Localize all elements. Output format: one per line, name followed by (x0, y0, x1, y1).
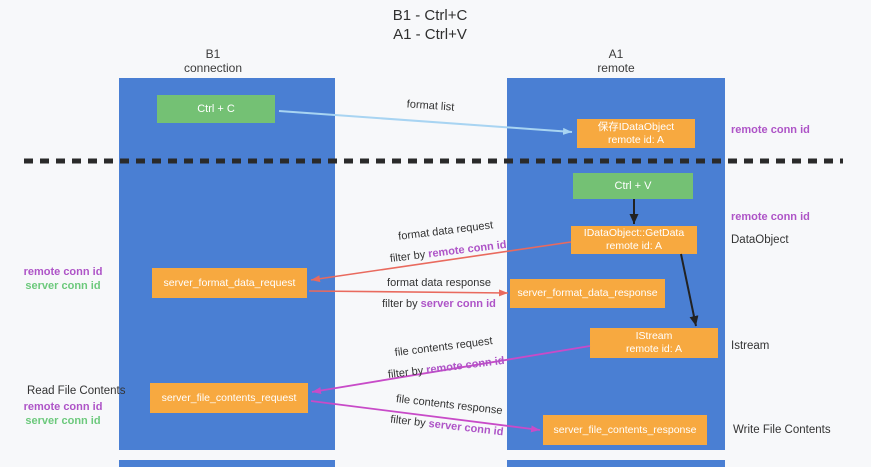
format-data-response-filter: filter by server conn id (382, 298, 496, 310)
lane-header-b1: B1 connection (153, 47, 273, 75)
node-istream-line2: remote id: A (625, 343, 683, 355)
label-format-data-response: format data response filter by server co… (365, 273, 513, 315)
annotation-server-conn-id-left-top: server conn id (25, 280, 101, 292)
node-file-response-label: server_file_contents_response (553, 423, 697, 436)
node-ctrl-c-label: Ctrl + C (197, 102, 235, 115)
title-line-1: B1 - Ctrl+C (392, 7, 468, 24)
label-file-contents-request: file contents request filter by remote c… (368, 328, 522, 388)
annotation-remote-conn-id-right-mid: remote conn id (731, 211, 810, 223)
node-server-file-contents-response: server_file_contents_response (543, 415, 707, 445)
annotation-read-file-contents: Read File Contents (27, 385, 126, 397)
node-ctrl-v: Ctrl + V (573, 173, 693, 199)
node-save-idataobject-line2: remote id: A (607, 133, 665, 146)
lane-b1-subtitle: connection (183, 61, 243, 75)
node-istream: IStream remote id: A (590, 328, 718, 358)
node-idataobject-getdata: IDataObject::GetData remote id: A (571, 226, 697, 254)
node-server-format-data-request: server_format_data_request (152, 268, 307, 298)
node-ctrl-v-label: Ctrl + V (614, 179, 652, 192)
node-getdata-line1: IDataObject::GetData (583, 227, 685, 239)
annotation-server-conn-id-left-bottom: server conn id (25, 415, 101, 427)
annotation-write-file-contents: Write File Contents (733, 424, 831, 436)
annotation-remote-conn-id-left-bottom: remote conn id (23, 401, 103, 413)
node-server-format-data-response: server_format_data_response (510, 279, 665, 308)
annotation-remote-conn-id-right-top: remote conn id (731, 124, 810, 136)
lane-a1-subtitle: remote (597, 61, 635, 75)
node-save-idataobject-line1: 保存IDataObject (597, 120, 675, 133)
node-getdata-line2: remote id: A (605, 240, 663, 252)
annotation-dataobject: DataObject (731, 234, 789, 246)
node-ctrl-c: Ctrl + C (157, 95, 275, 123)
node-save-idataobject: 保存IDataObject remote id: A (577, 119, 695, 148)
node-format-request-label: server_format_data_request (163, 276, 296, 289)
label-file-contents-response: file contents response filter by server … (370, 387, 526, 446)
lane-a1-name: A1 (608, 47, 624, 61)
lane-header-a1: A1 remote (556, 47, 676, 75)
lane-a1-bottom-strip (507, 460, 725, 467)
node-server-file-contents-request: server_file_contents_request (150, 383, 308, 413)
format-data-response-text: format data response (387, 277, 491, 289)
annotation-conn-ids-left-top: remote conn id server conn id (8, 265, 118, 293)
annotation-istream: Istream (731, 340, 770, 352)
annotation-remote-conn-id-left-top: remote conn id (23, 266, 103, 278)
format-list-text: format list (406, 98, 455, 114)
lane-b1-bottom-strip (119, 460, 335, 467)
label-format-data-request: format data request filter by remote con… (370, 212, 524, 272)
node-file-request-label: server_file_contents_request (161, 391, 297, 404)
annotation-conn-ids-left-bottom: remote conn id server conn id (8, 400, 118, 428)
node-istream-line1: IStream (635, 330, 673, 342)
title-line-2: A1 - Ctrl+V (393, 26, 467, 43)
lane-b1-name: B1 (205, 47, 221, 61)
label-format-list: format list (367, 92, 493, 122)
node-format-response-label: server_format_data_response (517, 287, 658, 299)
diagram-title: B1 - Ctrl+C A1 - Ctrl+V (330, 6, 530, 44)
